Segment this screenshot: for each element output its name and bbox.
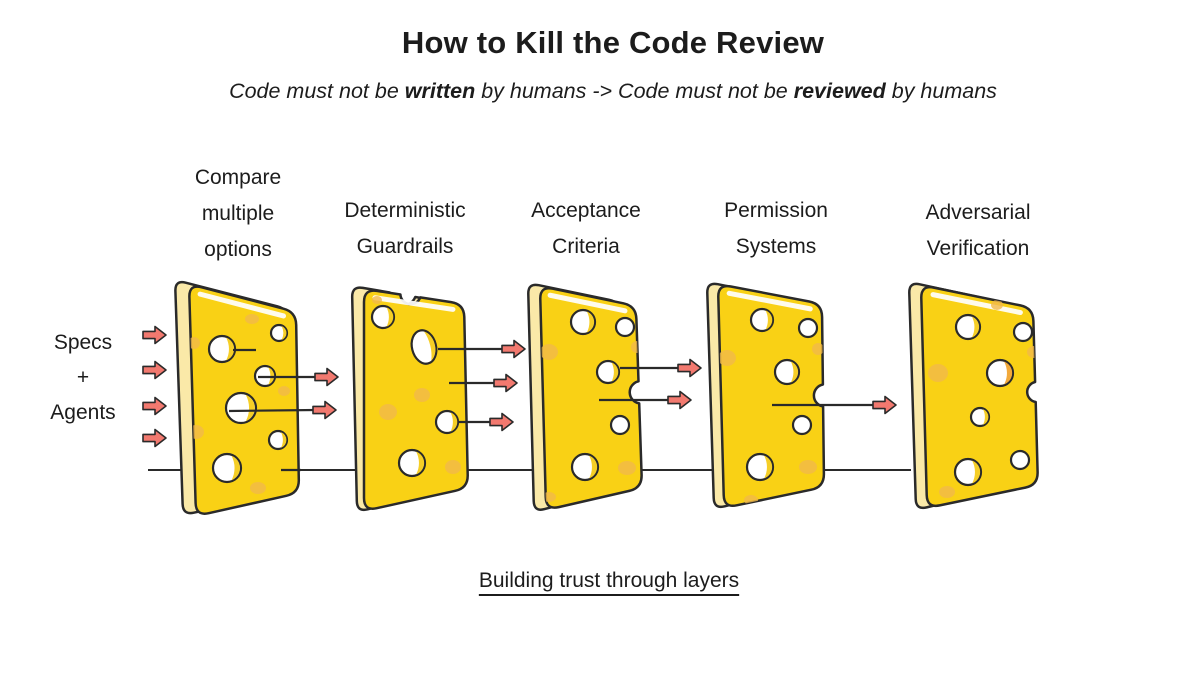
cheese-slice-2: [350, 286, 469, 512]
cheese-front-face: [920, 285, 1039, 508]
layer-label-compare-multiple-options: Compare multiple options: [194, 166, 282, 261]
cheese-hole: [614, 316, 636, 338]
hole-shading: [424, 331, 436, 361]
arrow-head-icon: [872, 395, 897, 415]
input-arrow-icon: [142, 396, 167, 416]
cheese-spot: [245, 314, 259, 324]
layer-label-adversarial-verification: Adversarial Verification: [925, 201, 1031, 260]
input-arrows: [142, 325, 167, 448]
cheese-spot: [718, 350, 736, 366]
layer-label-acceptance-criteria: Acceptance Criteria: [531, 199, 641, 258]
caption-building-trust: Building trust through layers: [478, 569, 740, 592]
cheese-hole: [1009, 449, 1031, 471]
cheese-spot: [540, 344, 558, 360]
cheese-spot: [278, 386, 290, 396]
subtitle-bold-reviewed: reviewed: [793, 79, 886, 103]
arrow-head-icon: [501, 339, 526, 359]
cheese-highlight: [372, 295, 456, 312]
cheese-slice-3: [527, 283, 643, 511]
arrow-head-icon: [667, 390, 692, 410]
cheese-front-face: [717, 284, 826, 507]
cheese-spot: [379, 404, 397, 420]
hole-shading: [1004, 361, 1013, 385]
cheese-spot: [618, 461, 636, 475]
cheese-highlight: [930, 292, 1023, 316]
arrow-head-icon: [312, 400, 337, 420]
hole-shading: [245, 394, 255, 422]
arrow-head-icon: [677, 358, 702, 378]
input-arrow-icon: [142, 428, 167, 448]
subtitle-segment: Code must not be: [229, 79, 405, 103]
arrow-head-icon: [314, 367, 339, 387]
cheese-hole: [1012, 321, 1034, 343]
cheese-slice-4: [706, 282, 826, 509]
cheese-highlight: [726, 290, 813, 312]
subtitle: Code must not be written by humans -> Co…: [13, 76, 1200, 106]
cheese-spot: [445, 460, 461, 474]
hole-shading: [386, 307, 394, 327]
hole-shading: [765, 310, 773, 330]
page-title: How to Kill the Code Review: [401, 25, 825, 60]
arrow-head-icon: [489, 412, 514, 432]
cheese-spot: [1027, 346, 1038, 358]
hole-shading: [764, 455, 773, 479]
hole-shading: [231, 455, 241, 481]
cheese-hole: [791, 414, 813, 436]
cheese-hole: [797, 317, 819, 339]
hole-shading: [226, 337, 235, 361]
hole-shading: [416, 451, 425, 475]
cheese-spot: [372, 296, 382, 304]
hole-shading: [971, 316, 980, 338]
cheese-spots: [372, 296, 461, 474]
hole-shading: [790, 361, 799, 383]
hole-shading: [450, 412, 458, 432]
cheese-spot: [250, 482, 266, 494]
layer-label-deterministic-guardrails: Deterministic Guardrails: [344, 199, 466, 258]
cheese-spot: [414, 388, 430, 402]
cheese-spot: [812, 343, 824, 355]
cheese-hole: [609, 414, 631, 436]
cheese-spot: [928, 364, 948, 382]
source-label: Specs + Agents: [50, 331, 116, 424]
arrow-head-icon: [493, 373, 518, 393]
hole-shading: [982, 409, 989, 425]
subtitle-segment: by humans: [885, 79, 997, 103]
hole-shading: [972, 460, 981, 484]
hole-shading: [611, 362, 619, 382]
hole-shading: [589, 455, 598, 479]
cheese-front-face: [539, 287, 643, 509]
hole-shading: [281, 326, 287, 340]
subtitle-bold-written: written: [404, 79, 476, 103]
flow-arrows: [228, 339, 897, 472]
cheese-spot: [799, 460, 817, 474]
subtitle-segment: by humans -> Code must not be: [475, 79, 794, 103]
cheese-slice-1: [174, 280, 301, 515]
hole-shading: [586, 311, 595, 333]
cheese-spot: [991, 300, 1003, 310]
arrow-shaft: [228, 408, 316, 413]
input-arrow-icon: [142, 360, 167, 380]
cheese-slice-5: [908, 282, 1039, 510]
layer-label-permission-systems: Permission Systems: [724, 199, 828, 258]
cheese-highlight: [197, 291, 287, 319]
input-arrow-icon: [142, 325, 167, 345]
cheese-spot: [189, 337, 200, 349]
cheese-highlight: [547, 292, 628, 314]
cheese-spot: [631, 341, 642, 353]
cheese-spot: [939, 486, 955, 498]
hole-shading: [280, 432, 287, 448]
